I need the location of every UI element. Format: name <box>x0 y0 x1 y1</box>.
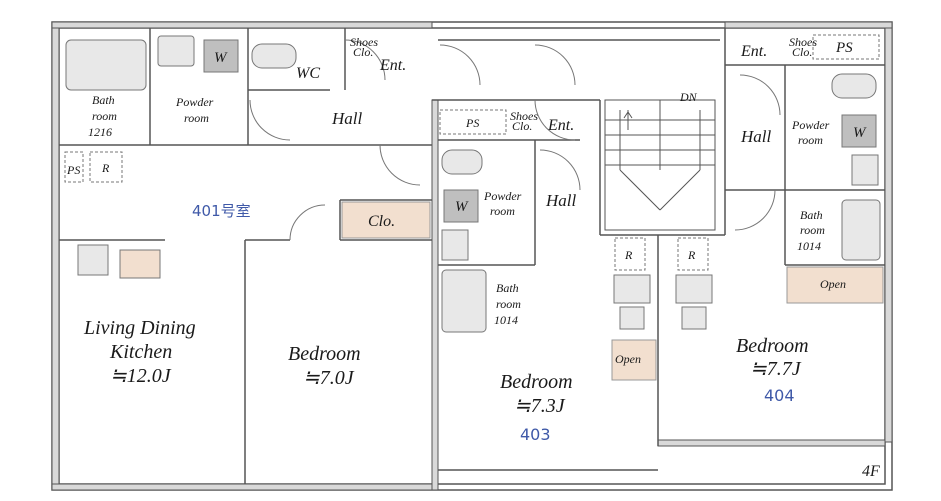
open-closet-403 <box>611 339 657 381</box>
floor-label: 4F <box>862 463 880 480</box>
entrance-label-401: Ent. <box>379 57 406 74</box>
ldk-size-401: ≒12.0J <box>110 365 172 387</box>
washer-label-401: W <box>214 50 228 66</box>
interior-walls-403 <box>432 28 726 471</box>
bedroom-size-403: ≒7.3J <box>514 395 566 417</box>
fridge-label-401: R <box>101 161 110 175</box>
bathtub-401 <box>65 39 147 91</box>
shoes-label-401: Shoes <box>350 35 378 49</box>
fixtures <box>65 35 881 333</box>
ldk-label2-401: Kitchen <box>109 341 172 363</box>
interior-walls-401 <box>59 28 432 484</box>
door-swings <box>249 39 781 241</box>
bedroom-label-403: Bedroom <box>500 371 573 393</box>
hall-label-404: Hall <box>740 127 772 146</box>
stove-403a <box>619 306 645 330</box>
unit-number-404: 404 <box>764 386 795 405</box>
hall-label-403: Hall <box>545 191 577 210</box>
entrance-label-404: Ent. <box>740 43 767 60</box>
closet-label-401: Clo. <box>368 213 395 230</box>
outer-walls <box>51 21 893 491</box>
bath-label2-403: room <box>496 297 521 311</box>
kitchen-sink-401 <box>119 249 161 279</box>
bath-label3-404: 1014 <box>797 239 821 253</box>
interior-walls-404 <box>725 64 885 266</box>
open-label-404: Open <box>820 277 846 291</box>
service-boxes <box>64 34 880 271</box>
closet-401 <box>341 201 431 239</box>
unit-number-403: 403 <box>520 425 551 444</box>
fridge-label-404: R <box>687 248 696 262</box>
entrance-label-403: Ent. <box>547 117 574 134</box>
stairs-label: DN <box>679 90 698 104</box>
bedroom-size-404: ≒7.7J <box>750 358 802 380</box>
powder-label2-404: room <box>798 133 823 147</box>
stove-403b <box>681 306 707 330</box>
shoes-label-403: Shoes <box>510 109 538 123</box>
bath-label-403: Bath <box>496 281 519 295</box>
powder-label-401: Powder <box>175 95 214 109</box>
open-closet-404 <box>786 266 884 304</box>
toilet-401 <box>251 43 297 69</box>
shoes-label2-404: Clo. <box>792 45 812 59</box>
stove-401 <box>77 244 109 276</box>
unit-number-401: 401号室 <box>192 202 251 220</box>
kitchen-sink-403b <box>675 274 713 304</box>
washer-label-404: W <box>853 125 867 141</box>
sink-403 <box>441 229 469 261</box>
open-label-403: Open <box>615 352 641 366</box>
bedroom-label-401: Bedroom <box>288 343 361 365</box>
bathtub-403 <box>441 269 487 333</box>
shoes-label2-401: Clo. <box>353 45 373 59</box>
shoes-label-404: Shoes <box>789 35 817 49</box>
washer-label-403: W <box>455 199 469 215</box>
bath-label3-401: 1216 <box>88 125 112 139</box>
toilet-403 <box>441 149 483 175</box>
powder-label-403: Powder <box>483 189 522 203</box>
bath-label2-404: room <box>800 223 825 237</box>
hall-label-401: Hall <box>331 109 363 128</box>
powder-label-404: Powder <box>791 118 830 132</box>
ps-label-401: PS <box>66 163 80 177</box>
bath-label-401: Bath <box>92 93 115 107</box>
washer-401 <box>203 39 239 73</box>
sink-401 <box>157 35 195 67</box>
washer-403 <box>443 189 479 223</box>
washer-404 <box>841 114 877 148</box>
powder-label2-403: room <box>490 204 515 218</box>
bedroom-label-404: Bedroom <box>736 335 809 357</box>
kitchen-sink-403a <box>613 274 651 304</box>
wc-label-401: WC <box>296 65 320 82</box>
bath-label3-403: 1014 <box>494 313 518 327</box>
bedroom-size-401: ≒7.0J <box>303 367 355 389</box>
fridge-label-403: R <box>624 248 633 262</box>
shoes-label2-403: Clo. <box>512 119 532 133</box>
bath-label2-401: room <box>92 109 117 123</box>
bathtub-404 <box>841 199 881 261</box>
ps-label-403: PS <box>465 116 479 130</box>
sink-404 <box>851 154 879 186</box>
ldk-label-401: Living Dining <box>83 317 196 339</box>
powder-label2-401: room <box>184 111 209 125</box>
bath-label-404: Bath <box>800 208 823 222</box>
staircase <box>604 99 716 231</box>
toilet-404 <box>831 73 877 99</box>
ps-label-404: PS <box>835 40 853 56</box>
wall-fill <box>51 21 893 491</box>
